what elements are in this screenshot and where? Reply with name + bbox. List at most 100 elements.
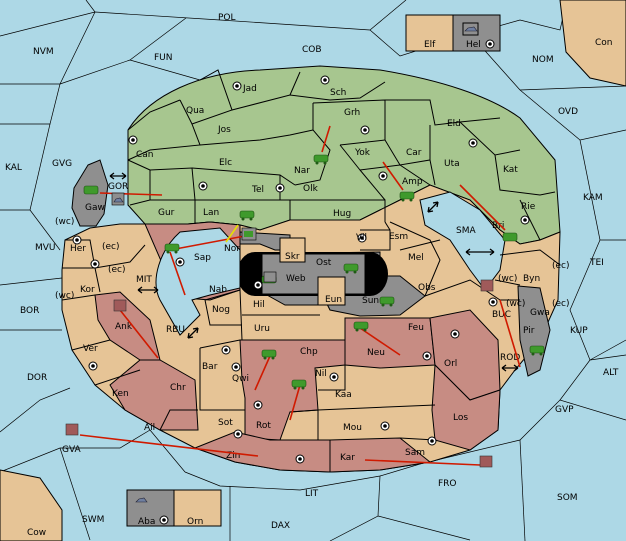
label-aba: Aba	[138, 517, 155, 527]
label-bor: BOR	[20, 306, 39, 316]
label-alt: ALT	[603, 368, 619, 378]
army-gaw[interactable]	[83, 185, 99, 195]
label-gur: Gur	[158, 208, 175, 218]
sc-yok	[378, 171, 388, 181]
order-arrow-lan-nor	[225, 224, 239, 243]
army-feu[interactable]	[353, 321, 369, 332]
order-arrow-grh-nar	[321, 125, 331, 153]
label-kam: KAM	[583, 193, 603, 203]
order-arrow-rot-nil	[289, 384, 301, 421]
order-arrow-uta-bri	[459, 184, 506, 231]
dislodged-ank[interactable]	[113, 299, 127, 312]
red-los[interactable]	[431, 363, 501, 451]
sc-orl	[450, 329, 460, 339]
home-region-con[interactable]	[559, 0, 626, 87]
label-ail: Ail	[144, 423, 155, 433]
region-eun[interactable]	[317, 276, 346, 306]
army-sun[interactable]	[379, 296, 395, 307]
army-amp[interactable]	[399, 191, 415, 202]
army-pir[interactable]	[529, 345, 545, 356]
label-ec-kor: (ec)	[108, 265, 126, 275]
sc-jad	[232, 81, 242, 91]
label-jos: Jos	[217, 125, 231, 135]
lake-interior	[261, 253, 366, 295]
label-her: Her	[70, 244, 86, 254]
army-ost[interactable]	[343, 263, 359, 274]
label-sap: Sap	[194, 253, 211, 263]
army-nil[interactable]	[291, 379, 307, 390]
label-bar: Bar	[202, 362, 218, 372]
map-labels: POL COB NVM FUN NOM OVD KAM KAL GVG MVU …	[5, 13, 619, 538]
sc-rie	[520, 215, 530, 225]
fleet-nor[interactable]	[241, 227, 257, 241]
order-arrow-sap-nab	[169, 251, 186, 296]
home-region-cow[interactable]	[0, 469, 63, 541]
order-arrow-kar-fro	[364, 459, 481, 466]
sc-her	[72, 235, 82, 245]
fleet-hel[interactable]	[462, 22, 479, 36]
label-pir: Pir	[523, 326, 535, 336]
label-kaa: Kaa	[335, 390, 352, 400]
strait-sma-icon	[465, 248, 495, 256]
label-mvu: MVU	[35, 243, 56, 253]
label-ec-her: (ec)	[102, 242, 120, 252]
label-grh: Grh	[344, 108, 360, 118]
dislodged-fro[interactable]	[479, 455, 493, 468]
label-neu: Neu	[367, 348, 385, 358]
army-nar[interactable]	[313, 154, 329, 165]
label-byn: Byn	[523, 274, 540, 284]
army-bri[interactable]	[502, 232, 518, 242]
label-nab: Nab	[209, 285, 227, 295]
label-nar: Nar	[294, 166, 310, 176]
label-ken: Ken	[112, 389, 129, 399]
sc-byn	[488, 297, 498, 307]
label-ank: Ank	[115, 322, 133, 332]
red-kar[interactable]	[329, 437, 432, 473]
label-dax: DAX	[271, 521, 290, 531]
label-ovd: OVD	[558, 107, 578, 117]
region-skr[interactable]	[279, 237, 306, 263]
label-mit: MIT	[136, 275, 152, 285]
label-orn: Orn	[187, 517, 203, 527]
label-wc-her: (wc)	[55, 217, 74, 227]
label-gaw: Gaw	[85, 203, 105, 213]
sc-kaa	[329, 372, 339, 382]
sc-neu	[422, 351, 432, 361]
label-rod: ROD	[500, 353, 520, 363]
dislodged-buc[interactable]	[480, 279, 494, 292]
red-neu[interactable]	[344, 317, 436, 369]
label-nil: Nil	[315, 369, 327, 379]
order-arrow-rod-buc	[499, 299, 521, 368]
army-lan[interactable]	[239, 210, 255, 221]
order-arrow-gur-gaw	[99, 192, 163, 196]
label-uta: Uta	[444, 159, 460, 169]
army-chp[interactable]	[261, 349, 277, 360]
home-box-orn[interactable]	[173, 489, 222, 527]
label-ec-byn: (ec)	[552, 261, 570, 271]
order-arrow-qwi-chp	[254, 355, 271, 391]
label-skr: Skr	[285, 252, 300, 262]
label-los: Los	[453, 413, 468, 423]
label-car: Car	[406, 148, 422, 158]
region-borders	[61, 69, 561, 441]
label-sch: Sch	[330, 88, 346, 98]
label-hel: Hel	[466, 40, 481, 50]
label-tel: Tel	[251, 185, 264, 195]
order-arrow-zin-gva	[79, 434, 259, 457]
label-olk: Olk	[303, 184, 319, 194]
strait-nw-icon	[427, 201, 439, 213]
army-sap[interactable]	[164, 243, 180, 254]
label-ver: Ver	[83, 344, 98, 354]
fleet-aba[interactable]	[134, 494, 148, 506]
label-swm: SWM	[82, 515, 104, 525]
label-kal: KAL	[5, 163, 22, 173]
fleet-gaw[interactable]	[111, 192, 125, 206]
sc-sap	[175, 257, 185, 267]
label-sun: Sun	[362, 296, 379, 306]
dislodged-gva[interactable]	[65, 423, 79, 436]
label-sot: Sot	[218, 418, 233, 428]
label-nom: NOM	[532, 55, 554, 65]
fleet-web[interactable]	[263, 271, 277, 283]
red-chr[interactable]	[109, 359, 199, 431]
